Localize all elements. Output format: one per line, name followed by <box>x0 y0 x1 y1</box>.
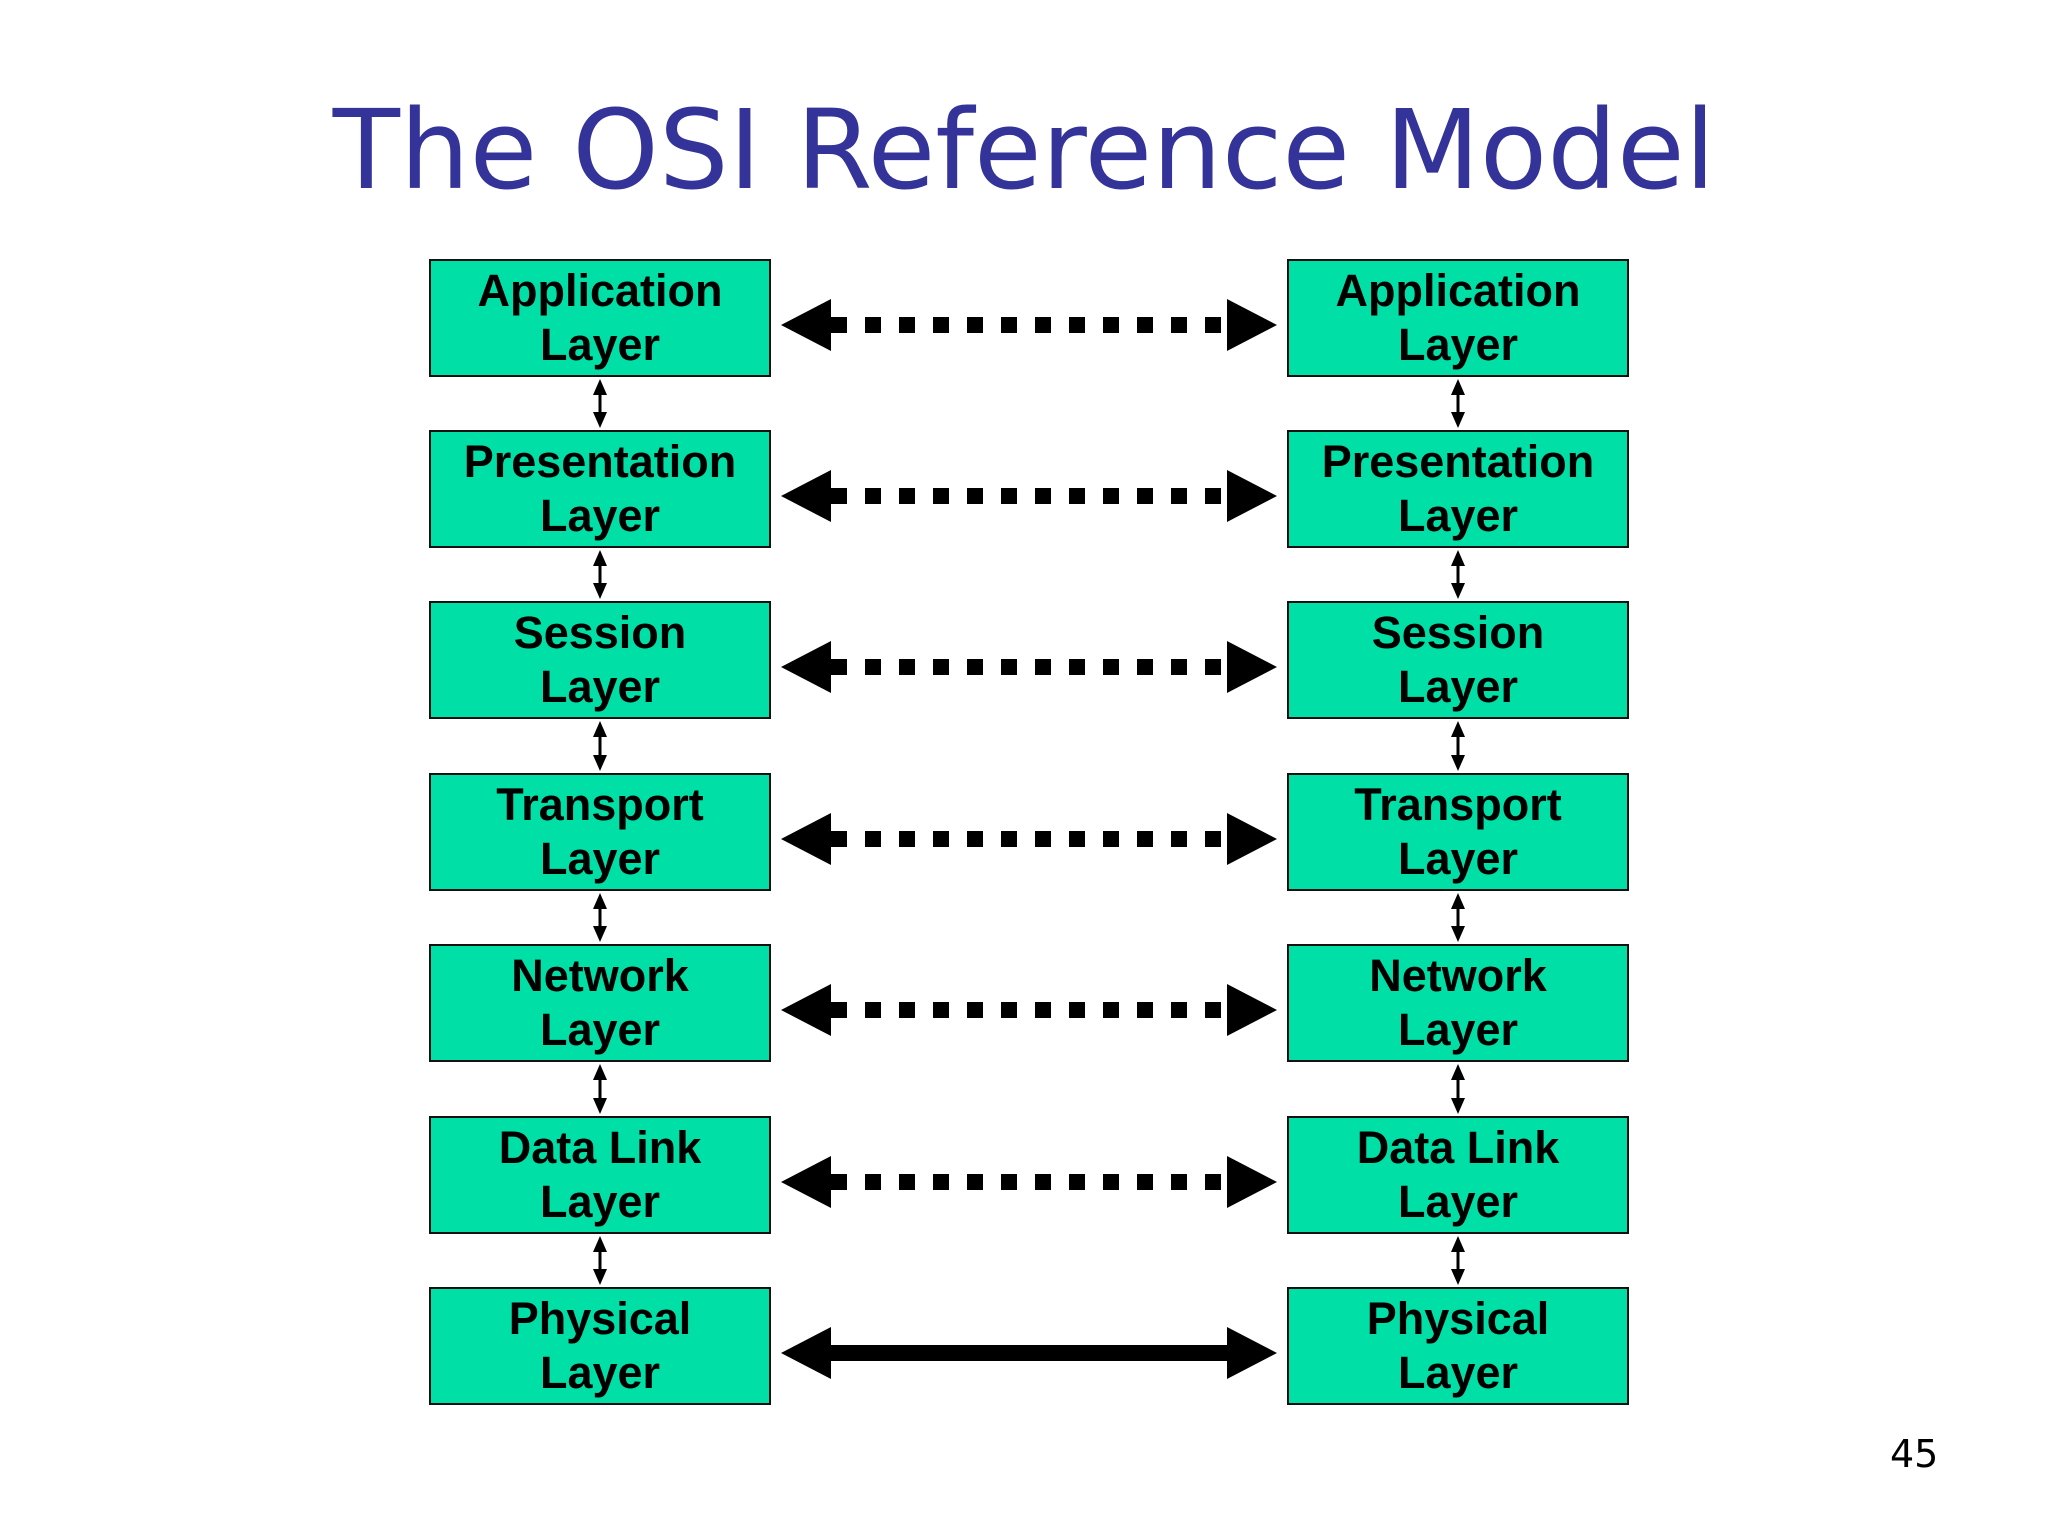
arrowhead-right-icon <box>1227 813 1277 865</box>
arrowhead-up-icon <box>1451 550 1465 566</box>
arrowhead-left-icon <box>781 984 831 1036</box>
arrowhead-down-icon <box>593 412 607 428</box>
arrowhead-down-icon <box>1451 1098 1465 1114</box>
layer-label: Transport <box>1354 779 1562 830</box>
arrowhead-down-icon <box>593 583 607 599</box>
arrowhead-up-icon <box>1451 1236 1465 1252</box>
layer-label: Layer <box>1397 833 1519 884</box>
arrowhead-down-icon <box>593 1269 607 1285</box>
layer-label: Layer <box>539 833 661 884</box>
layer-label: Layer <box>1397 319 1519 370</box>
layer-label: Data Link <box>498 1122 702 1173</box>
arrowhead-up-icon <box>1451 379 1465 395</box>
arrowhead-down-icon <box>593 755 607 771</box>
layer-label: Session <box>1371 607 1545 658</box>
arrowhead-up-icon <box>593 550 607 566</box>
layer-label: Application <box>1335 265 1581 316</box>
arrowhead-left-icon <box>781 641 831 693</box>
arrowhead-right-icon <box>1227 470 1277 522</box>
layer-label: Layer <box>1397 661 1519 712</box>
layer-label: Layer <box>1397 1176 1519 1227</box>
slide-title: The OSI Reference Model <box>332 86 1716 214</box>
arrowhead-left-icon <box>781 1327 831 1379</box>
arrowhead-left-icon <box>781 299 831 351</box>
arrowhead-down-icon <box>593 1098 607 1114</box>
arrowhead-up-icon <box>593 721 607 737</box>
arrowhead-left-icon <box>781 813 831 865</box>
arrowhead-right-icon <box>1227 1156 1277 1208</box>
layer-label: Network <box>511 950 689 1001</box>
arrowhead-down-icon <box>1451 926 1465 942</box>
layer-label: Network <box>1369 950 1547 1001</box>
page-number: 45 <box>1890 1432 1939 1476</box>
layer-label: Layer <box>539 490 661 541</box>
layer-label: Transport <box>496 779 704 830</box>
layer-label: Application <box>477 265 723 316</box>
arrowhead-up-icon <box>593 379 607 395</box>
arrowhead-down-icon <box>1451 1269 1465 1285</box>
arrowhead-up-icon <box>1451 1064 1465 1080</box>
arrowhead-down-icon <box>593 926 607 942</box>
layer-label: Session <box>513 607 687 658</box>
arrowhead-right-icon <box>1227 984 1277 1036</box>
arrowhead-up-icon <box>593 893 607 909</box>
layer-label: Presentation <box>463 436 737 487</box>
arrowhead-up-icon <box>593 1236 607 1252</box>
layer-label: Physical <box>508 1293 692 1344</box>
layer-label: Layer <box>1397 490 1519 541</box>
arrowhead-down-icon <box>1451 583 1465 599</box>
arrowhead-left-icon <box>781 1156 831 1208</box>
layer-label: Layer <box>539 1176 661 1227</box>
layer-label: Layer <box>539 661 661 712</box>
arrowhead-left-icon <box>781 470 831 522</box>
arrowhead-down-icon <box>1451 755 1465 771</box>
layer-label: Physical <box>1366 1293 1550 1344</box>
arrowhead-down-icon <box>1451 412 1465 428</box>
layer-label: Layer <box>539 1004 661 1055</box>
arrowhead-right-icon <box>1227 641 1277 693</box>
arrowhead-up-icon <box>1451 893 1465 909</box>
layer-label: Layer <box>539 1347 661 1398</box>
arrowhead-up-icon <box>593 1064 607 1080</box>
layer-label: Layer <box>1397 1347 1519 1398</box>
layer-label: Layer <box>1397 1004 1519 1055</box>
layer-label: Data Link <box>1356 1122 1560 1173</box>
arrowhead-right-icon <box>1227 299 1277 351</box>
arrowhead-right-icon <box>1227 1327 1277 1379</box>
arrowhead-up-icon <box>1451 721 1465 737</box>
layer-label: Layer <box>539 319 661 370</box>
layer-label: Presentation <box>1321 436 1595 487</box>
